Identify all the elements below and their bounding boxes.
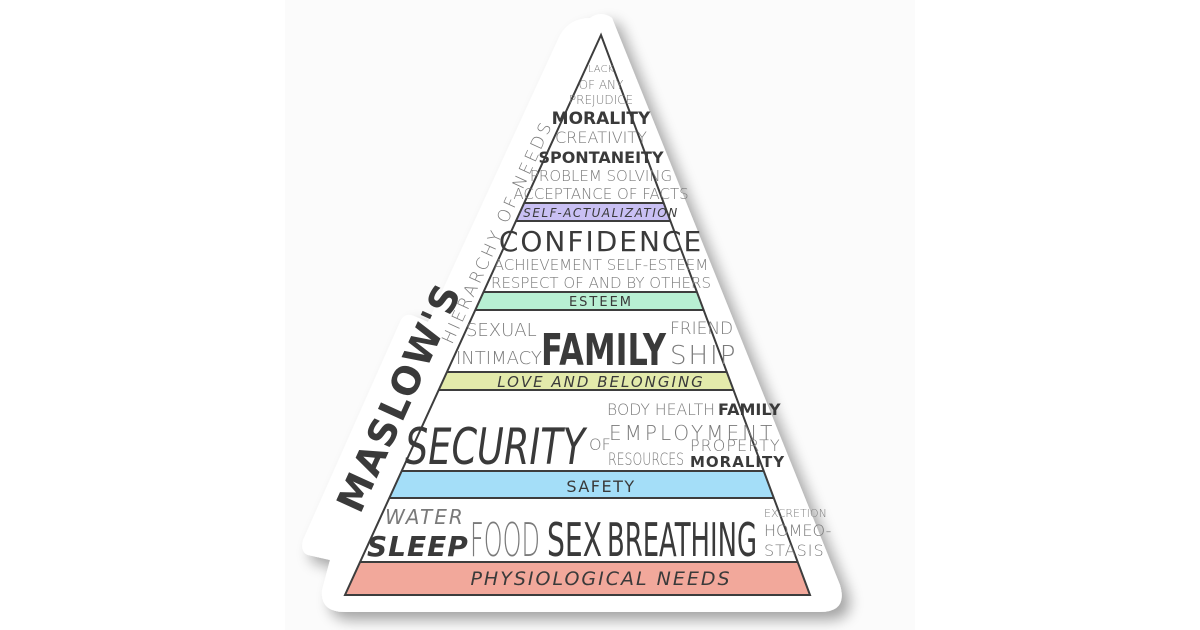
word: PREJUDICE	[569, 93, 633, 107]
word: EXCRETION	[764, 507, 827, 520]
word: MORALITY	[552, 109, 651, 129]
word: FAMILY	[541, 325, 667, 376]
band-love	[345, 372, 810, 390]
band-physiological	[345, 562, 810, 595]
word: WATER	[385, 505, 465, 529]
word: OF	[589, 435, 611, 454]
level-label-physiological: PHYSIOLOGICAL NEEDS	[470, 568, 731, 590]
word: SLEEP	[367, 530, 469, 563]
word: FAMILY	[718, 400, 781, 419]
word: ACCEPTANCE OF FACTS	[513, 185, 688, 203]
band-safety	[345, 471, 810, 498]
word: ACHIEVEMENT SELF-ESTEEM	[494, 256, 708, 274]
word: MORALITY	[690, 453, 785, 471]
word: PROBLEM SOLVING	[530, 167, 672, 185]
word: FRIEND	[670, 319, 733, 339]
word: BODY HEALTH	[607, 400, 715, 419]
word: STASIS	[764, 541, 825, 560]
level-label-safety: SAFETY	[566, 477, 635, 496]
word: INTIMACY	[456, 348, 542, 369]
word: RESPECT OF AND BY OTHERS	[491, 274, 711, 292]
sticker-outline	[302, 14, 842, 612]
word: SEXUAL	[466, 320, 537, 341]
word: LACK	[588, 64, 614, 75]
word: HOMEO-	[764, 521, 831, 540]
word: BREATHING	[607, 513, 757, 567]
word: SPONTANEITY	[538, 148, 663, 167]
word: FOOD	[470, 513, 540, 567]
word: OF ANY	[579, 78, 624, 92]
pyramid-outline	[343, 32, 812, 596]
level-label-self-actualization: SELF-ACTUALIZATION	[523, 206, 678, 220]
word: SEX	[547, 513, 602, 567]
word: RESOURCES	[608, 450, 684, 470]
level-label-esteem: ESTEEM	[569, 295, 633, 310]
word: EMPLOYMENT	[609, 421, 775, 445]
word: CONFIDENCE	[499, 225, 703, 258]
level-label-love: LOVE AND BELONGING	[497, 373, 705, 391]
word: SECURITY	[405, 418, 588, 476]
word: CREATIVITY	[555, 128, 647, 147]
word: PROPERTY	[690, 436, 781, 455]
word: SHIP	[670, 341, 737, 371]
